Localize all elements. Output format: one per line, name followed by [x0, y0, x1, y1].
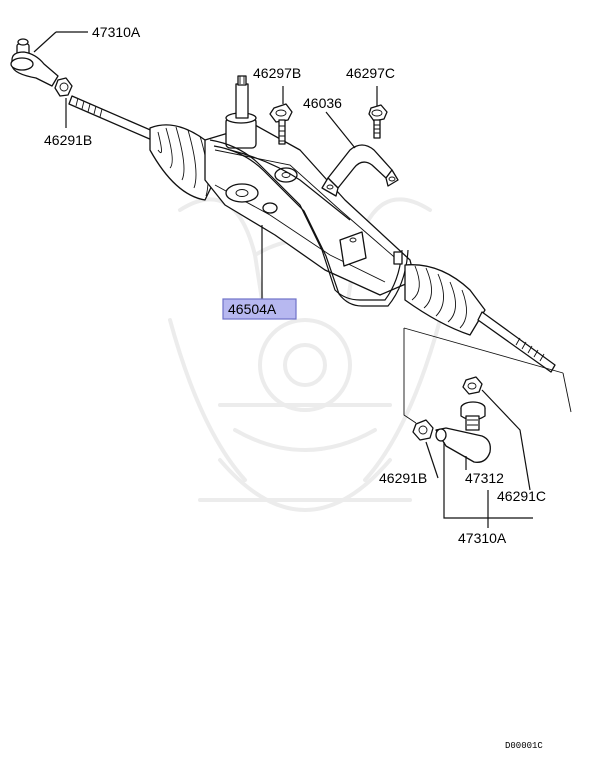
label-lock-nut-right[interactable]: 46291B	[379, 470, 427, 486]
lock-nut-right[interactable]	[412, 419, 434, 441]
tie-rod-right	[477, 311, 556, 373]
tie-rod-end-right[interactable]	[435, 401, 491, 463]
watermark-emblem	[168, 197, 442, 512]
exploded-view-frame	[403, 327, 572, 424]
diagram-code: D00001C	[505, 741, 543, 751]
label-lock-nut-left[interactable]: 46291B	[44, 132, 92, 148]
label-tie-rod-end-top[interactable]: 47310A	[92, 24, 141, 40]
label-nut-right[interactable]: 46291C	[497, 488, 546, 504]
label-rack-assembly[interactable]: 46504A	[228, 301, 277, 317]
label-tie-rod-end-bottom[interactable]: 47310A	[458, 530, 507, 546]
boot-right	[404, 264, 486, 336]
bolt-right[interactable]	[368, 104, 388, 139]
leader-lines	[33, 31, 533, 528]
fluid-lines	[209, 139, 409, 307]
label-bolt-left[interactable]: 46297B	[253, 65, 301, 81]
bolt-left[interactable]	[269, 103, 293, 145]
label-tie-rod-end-detail[interactable]: 47312	[465, 470, 504, 486]
clamp[interactable]	[321, 144, 399, 197]
highlight-box	[222, 298, 297, 320]
lock-nut-left[interactable]	[54, 77, 73, 97]
label-bolt-right[interactable]: 46297C	[346, 65, 395, 81]
label-clamp[interactable]: 46036	[303, 95, 342, 111]
nut-right[interactable]	[462, 376, 483, 395]
tie-rod-end-left[interactable]	[10, 38, 59, 87]
